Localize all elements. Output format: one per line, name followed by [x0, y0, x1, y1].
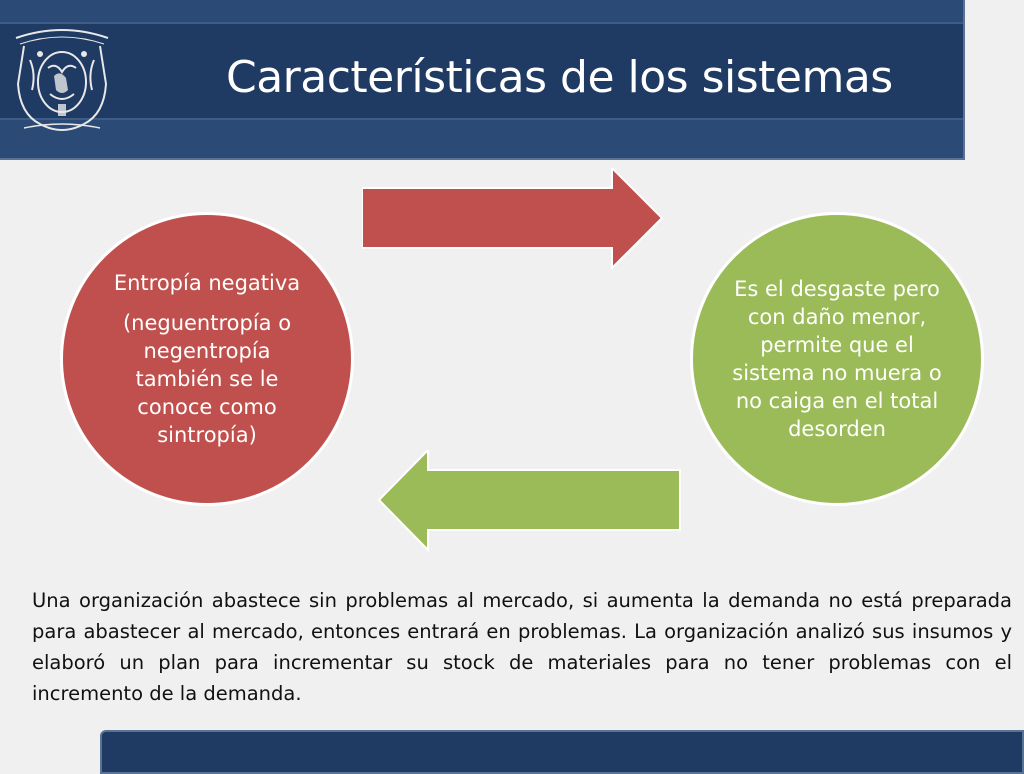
node-title: Entropía negativa — [113, 271, 301, 295]
header-band-bottom — [0, 120, 963, 158]
header-divider — [0, 118, 963, 120]
unam-seal-logo — [15, 29, 109, 131]
arrow-left — [378, 450, 681, 552]
node-negative-entropy: Entropía negativa (neguentropía o negent… — [60, 212, 354, 506]
node-text: Es el desgaste pero con daño menor, perm… — [732, 277, 942, 441]
body-paragraph: Una organización abastece sin problemas … — [32, 589, 1012, 705]
header-band-top — [0, 0, 963, 22]
footer-bar — [100, 730, 1024, 774]
node-description: Es el desgaste pero con daño menor, perm… — [690, 212, 984, 506]
arrow-right — [362, 168, 664, 270]
slide-title: Características de los sistemas — [226, 52, 893, 103]
header-divider — [0, 22, 963, 24]
node-text: (neguentropía o negentropía también se l… — [122, 311, 292, 447]
header-banner — [0, 0, 965, 160]
